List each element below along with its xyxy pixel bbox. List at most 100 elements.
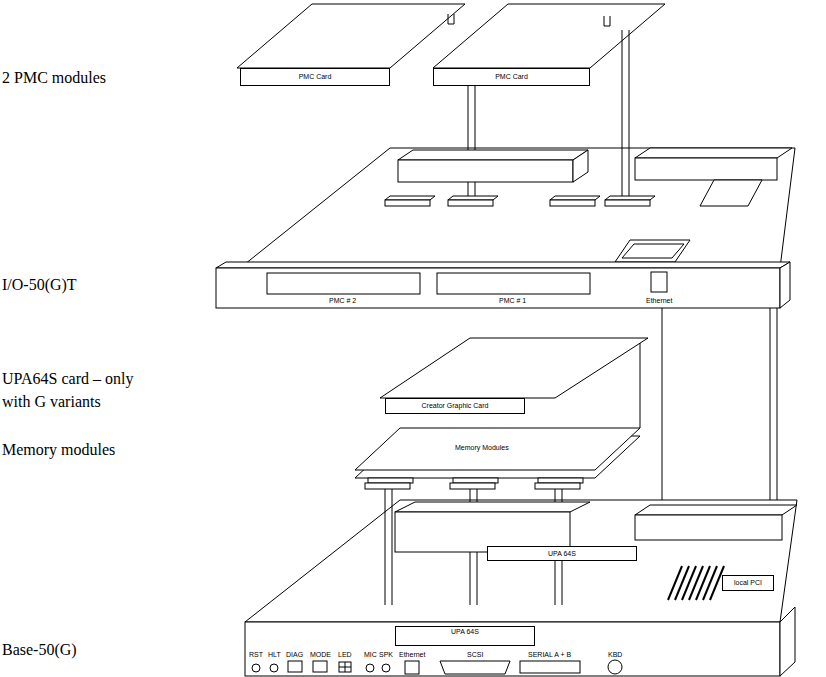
memory-socket xyxy=(453,478,498,483)
pmc-connector xyxy=(605,200,650,206)
pmc-connector xyxy=(550,196,600,200)
labelled-box: UPA 64S xyxy=(395,626,535,646)
pmc-connector xyxy=(448,196,498,200)
memory-socket xyxy=(368,478,413,483)
labelled-box: PMC Card xyxy=(433,68,590,86)
post-line xyxy=(662,308,663,505)
block-front xyxy=(635,515,782,540)
box-label: UPA 64S xyxy=(548,550,576,558)
pmc-slot xyxy=(437,273,590,294)
card-tab xyxy=(448,14,454,24)
port-label: Ethernet xyxy=(645,297,673,305)
port-label: KBD xyxy=(607,651,623,659)
port-label: LED xyxy=(337,651,353,659)
heatsink-fin xyxy=(682,566,696,600)
pmc-card-sheet xyxy=(237,4,465,68)
speaker-jack xyxy=(382,664,390,672)
box-label: PMC Card xyxy=(299,73,332,81)
pmc-slot xyxy=(267,273,420,294)
panel-side xyxy=(780,262,790,308)
ethernet-port xyxy=(405,661,419,674)
port-label: PMC # 2 xyxy=(328,297,357,305)
guide-line xyxy=(385,489,386,605)
mode-switch xyxy=(313,661,327,672)
memory-socket xyxy=(450,483,495,489)
heatsink-fin xyxy=(675,566,689,600)
block-top xyxy=(395,502,590,512)
heatsink-fin xyxy=(703,566,717,600)
heatsink-fin xyxy=(696,566,710,600)
base-board-plane xyxy=(245,500,797,622)
port-label: DIAG xyxy=(285,651,304,659)
block-top xyxy=(635,148,792,158)
port-label: SPK xyxy=(378,651,394,659)
diag-switch xyxy=(288,661,302,672)
port-label: PMC # 1 xyxy=(498,297,527,305)
guide-line xyxy=(640,343,641,428)
part-name: 2 PMC modules xyxy=(2,66,142,89)
block-top xyxy=(398,150,588,160)
reset-button xyxy=(252,664,260,672)
part-name: Base-50(G) xyxy=(2,638,142,661)
card-tab xyxy=(604,16,610,26)
port-label: Ethernet xyxy=(398,651,426,659)
block-front xyxy=(635,158,777,180)
part-name: UPA64S card – only with G variants xyxy=(2,367,142,413)
port-label: SCSI xyxy=(466,651,484,659)
mic-jack xyxy=(366,664,374,672)
io-board-plane xyxy=(240,148,795,268)
heatsink-fin xyxy=(689,566,703,600)
memory-socket xyxy=(535,483,580,489)
halt-button xyxy=(270,664,278,672)
panel-top xyxy=(216,262,790,268)
ethernet-port xyxy=(651,272,667,292)
port-label: MIC xyxy=(363,651,378,659)
labelled-box: UPA 64S xyxy=(487,546,637,561)
box-label: local PCI xyxy=(734,579,762,587)
labelled-box: Creator Graphic Card xyxy=(385,398,525,414)
base-front-panel xyxy=(245,622,780,676)
block-front xyxy=(398,160,573,182)
port-label: SERIAL A + B xyxy=(527,651,572,659)
memory-module xyxy=(355,428,640,470)
port-label: HLT xyxy=(267,651,282,659)
pmc-connector xyxy=(385,200,430,206)
keyboard-port xyxy=(608,660,622,674)
block-side xyxy=(573,150,588,182)
ethernet-opening xyxy=(622,244,684,258)
pmc-connector xyxy=(385,196,435,200)
led-block xyxy=(339,662,351,672)
io-front-panel xyxy=(216,268,780,308)
heatsink xyxy=(668,566,724,600)
guide-line xyxy=(392,489,393,605)
guide-line xyxy=(629,30,630,200)
serial-connector xyxy=(520,661,580,673)
labelled-box: local PCI xyxy=(722,575,774,591)
box-label: PMC Card xyxy=(495,73,528,81)
graphic-card-sheet xyxy=(380,338,648,398)
guide-line xyxy=(468,86,469,200)
ethernet-opening xyxy=(615,240,690,262)
box-label: UPA 64S xyxy=(451,628,479,636)
heatsink-fin xyxy=(668,566,682,600)
port-label: MODE xyxy=(309,651,332,659)
port-label: Memory Modules xyxy=(454,444,510,452)
scsi-connector xyxy=(440,661,510,674)
port-label: RST xyxy=(248,651,264,659)
part-name: I/O-50(G)T xyxy=(2,273,142,296)
panel-side xyxy=(780,607,795,676)
block-top xyxy=(635,505,797,515)
pmc-connector xyxy=(605,196,655,200)
labelled-box: PMC Card xyxy=(240,68,390,86)
part-name: Memory modules xyxy=(2,438,142,461)
memory-socket xyxy=(538,478,583,483)
guide-line xyxy=(475,86,476,200)
guide-line xyxy=(622,30,623,200)
pmc-connector xyxy=(550,200,595,206)
memory-socket xyxy=(365,483,410,489)
box-label: Creator Graphic Card xyxy=(422,402,489,410)
chip xyxy=(700,180,762,206)
pmc-connector xyxy=(448,200,493,206)
